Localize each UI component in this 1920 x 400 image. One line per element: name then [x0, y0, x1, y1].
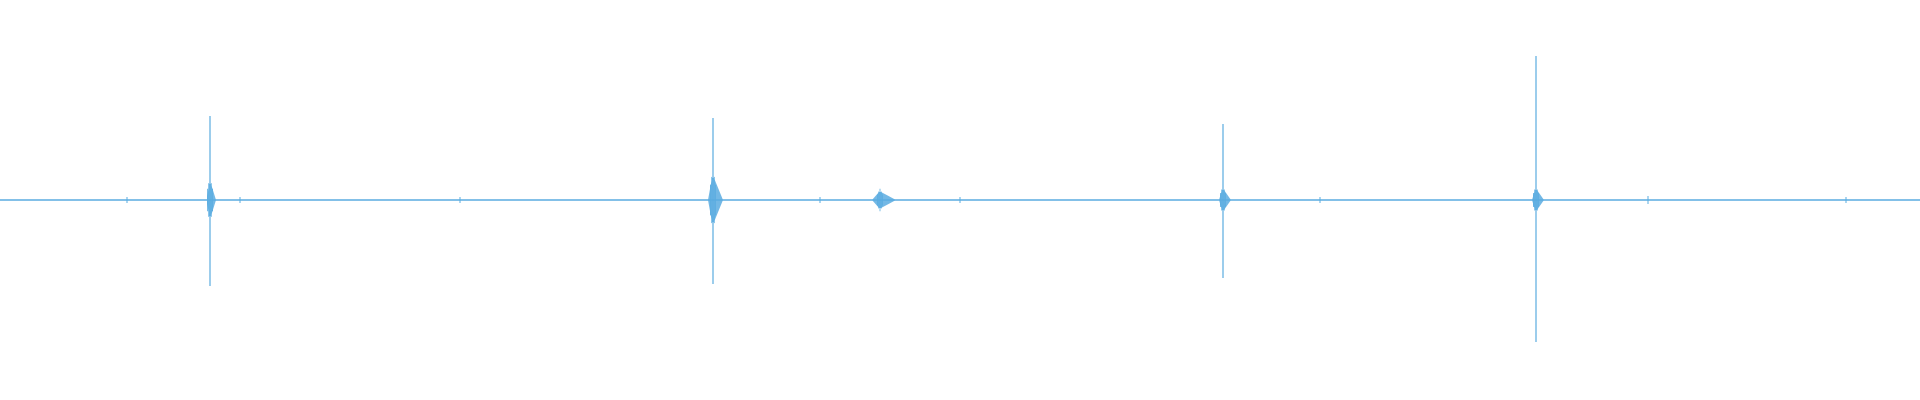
waveform-peaks: [126, 56, 1847, 342]
waveform-peak-body: [872, 192, 896, 208]
